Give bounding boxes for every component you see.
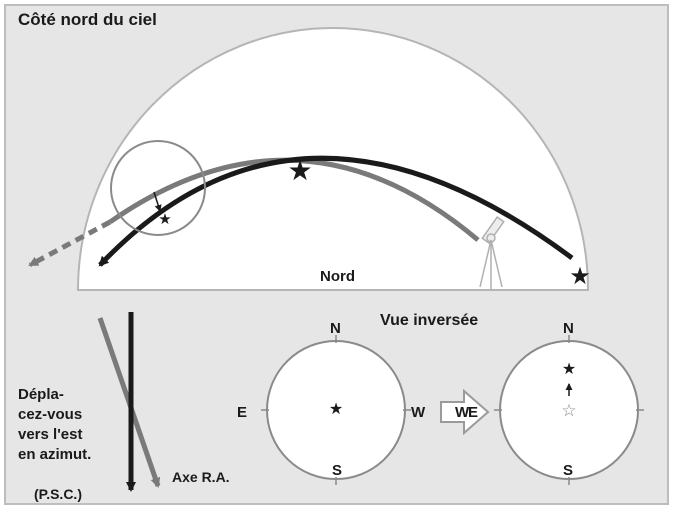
black-star-path [98,155,574,267]
compass-left-east-label: E [237,404,248,421]
rising-star-icon: ★ [569,262,591,290]
field-of-view-circle [110,140,206,236]
instruction-line: en azimut. [18,446,92,463]
compass-right-hollow-star-icon: ☆ [561,401,576,421]
diagram-title: Côté nord du ciel [18,10,157,29]
compass-right-north-label: N [563,320,574,337]
compass-left-star-icon: ★ [329,399,343,418]
ra-axis-label: Axe R.A. [172,469,230,485]
compass-right-south-label: S [563,462,574,479]
dome-north-label: Nord [320,268,355,285]
telescope-icon [479,216,505,289]
inverted-view-label: Vue inversée [380,312,479,329]
instruction-line: vers l'est [18,426,83,443]
compass-right: ★ ☆ [494,335,644,485]
psc-label: (P.S.C.) [34,486,82,502]
compass-left: ★ [261,335,411,485]
gray-dashed-extension [28,219,112,268]
compass-left-south-label: S [332,462,343,479]
instruction-line: cez-vous [18,406,83,423]
compass-right-east-label: E [468,404,479,421]
instruction-text: Dépla- cez-vous vers l'est en azimut. [18,385,128,465]
star-shift-arrow [153,191,162,212]
compass-right-west-label: W [455,404,470,421]
compass-left-north-label: N [330,320,341,337]
small-star-icon: ★ [158,210,171,228]
inversion-arrow-icon [440,388,490,436]
zenith-star-icon: ★ [287,154,312,187]
compass-left-west-label: W [411,404,426,421]
compass-right-star-icon: ★ [562,359,576,378]
instruction-line: Dépla- [18,386,64,403]
